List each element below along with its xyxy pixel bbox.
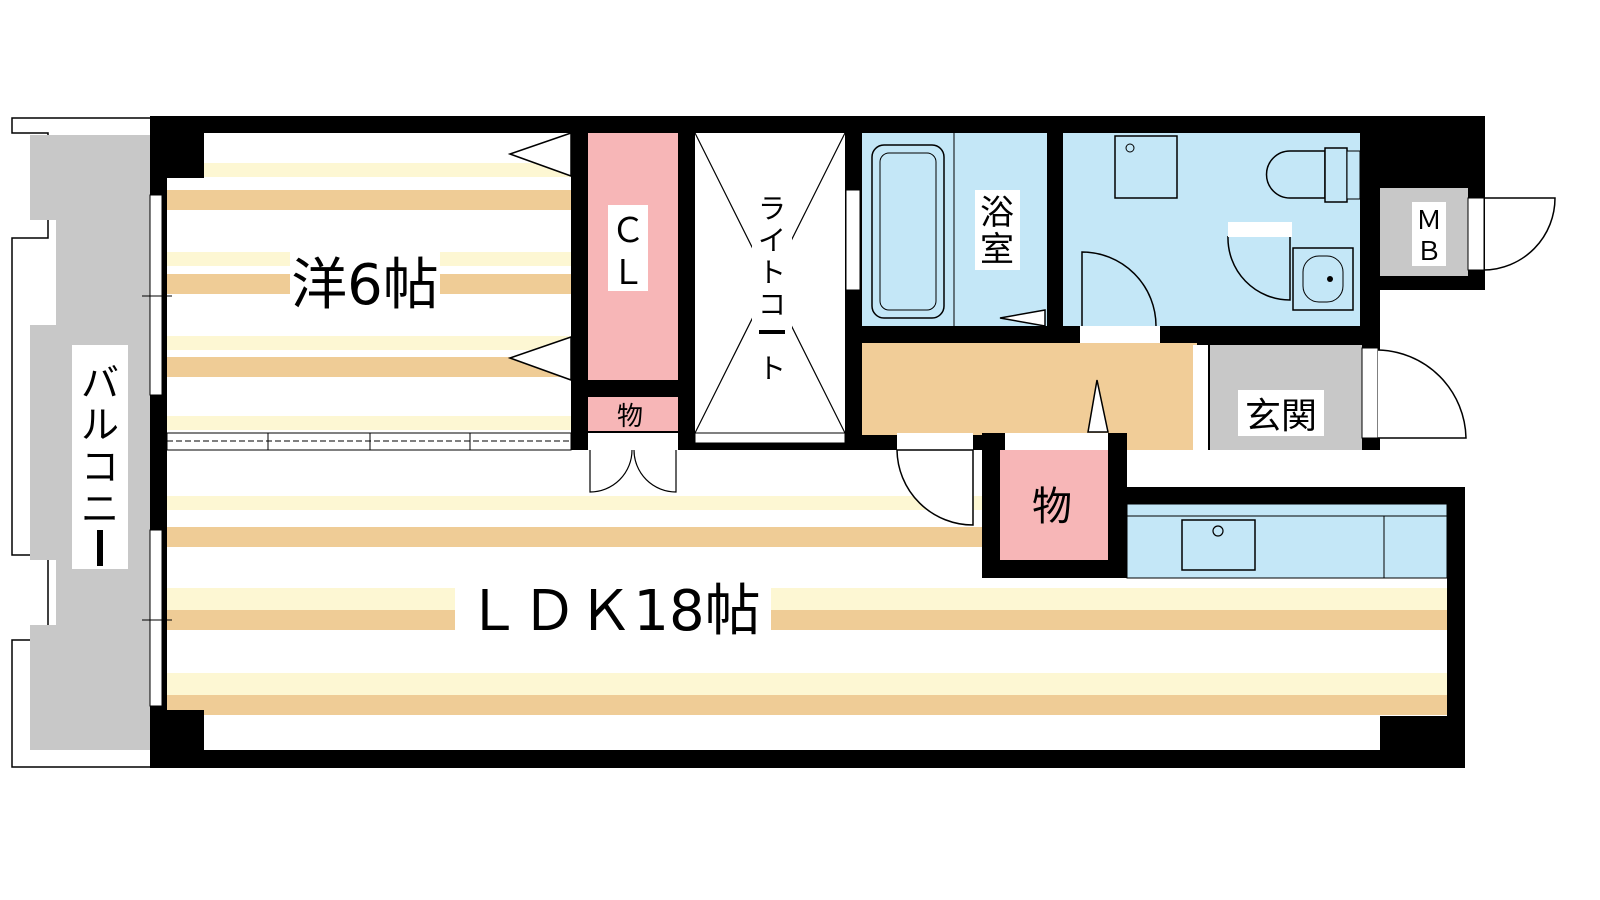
- storage-doorway: [1005, 433, 1108, 450]
- balcony-label-3: コ: [81, 445, 119, 489]
- bathtub-inner: [879, 152, 937, 311]
- light-court-label-1: ラ: [758, 192, 786, 225]
- kitchen-counter: [1126, 503, 1448, 579]
- balcony: バ ル コ ニ: [11, 117, 156, 768]
- storage-floor: [1000, 450, 1108, 560]
- washing-machine-dot: [1125, 143, 1135, 153]
- bathroom-door: [999, 309, 1046, 327]
- toilet-door-arc: [1227, 235, 1291, 301]
- light-court-window: [845, 189, 861, 291]
- balcony-window-upper: [149, 194, 163, 396]
- closet-door-lower: [507, 335, 572, 382]
- small-storage-label: 物: [617, 402, 643, 432]
- small-storage-doorway: [588, 433, 678, 450]
- meter-box-label-box: [1412, 202, 1446, 266]
- bathroom-label-2: 室: [980, 230, 1014, 270]
- light-court-window-bottom: [694, 432, 846, 444]
- sink-basin: [1302, 255, 1344, 303]
- floor-stripe: [167, 695, 1447, 715]
- toilet-tank: [1324, 147, 1348, 203]
- floor-stripe: [167, 610, 1447, 630]
- entrance-door-arc: [1377, 349, 1467, 439]
- balcony-window-lower: [149, 529, 163, 707]
- closet-label-c: Ｃ: [611, 211, 645, 251]
- bathroom: 浴 室: [862, 133, 1047, 327]
- small-storage-floor: [588, 397, 678, 431]
- light-court-label-6: ト: [758, 352, 786, 385]
- storage-label: 物: [1032, 484, 1072, 530]
- bathroom-label-1: 浴: [980, 193, 1014, 233]
- light-court-label-bg: [752, 188, 792, 388]
- hall: [862, 343, 1208, 487]
- floor-stripe: [167, 163, 571, 177]
- small-storage-door-right: [633, 449, 677, 493]
- balcony-label-bar: [97, 530, 103, 566]
- balcony-label-4: ニ: [81, 487, 119, 531]
- hall-floor: [862, 343, 1197, 435]
- closet-door-upper: [507, 131, 572, 178]
- ldk-label: ＬＤＫ18帖: [465, 579, 760, 644]
- kitchen-faucet: [1212, 525, 1224, 537]
- meter-box-label-m: Ｍ: [1416, 206, 1442, 236]
- ldk-door: [896, 433, 974, 526]
- sliding-partition: [166, 432, 572, 451]
- storage-door: [1087, 379, 1109, 433]
- meter-box-door-arc: [1483, 197, 1556, 271]
- small-storage-door-left: [589, 449, 633, 493]
- meter-box-door-frame: [1467, 197, 1485, 271]
- entrance-label: 玄関: [1245, 396, 1317, 437]
- toilet-back: [1346, 150, 1361, 200]
- kitchen: [1126, 487, 1465, 579]
- ldk-doorway: [897, 433, 973, 450]
- bathtub-icon: [871, 144, 945, 319]
- floor-stripe: [167, 190, 571, 210]
- floor-stripe: [167, 357, 571, 377]
- column: [1380, 716, 1465, 768]
- ldk-door-arc: [896, 449, 974, 526]
- sink-drain: [1327, 276, 1333, 282]
- entrance-label-box: [1238, 390, 1324, 436]
- column: [150, 133, 204, 178]
- western-room: 洋6帖: [142, 131, 579, 433]
- closet: Ｃ Ｌ: [588, 133, 678, 380]
- light-court-label-3: ト: [758, 256, 786, 289]
- floor-stripe: [167, 496, 982, 510]
- floor-stripe: [167, 588, 1447, 610]
- ldk-label-bg: [455, 580, 771, 640]
- light-court-label-2: イ: [758, 224, 786, 257]
- meter-box-label-b: Ｂ: [1416, 237, 1442, 267]
- washroom-doorway: [1080, 326, 1160, 343]
- washroom-door-arc: [1081, 251, 1157, 327]
- bathroom-label-box: [975, 190, 1020, 270]
- kitchen-sink-icon: [1181, 519, 1256, 571]
- ldk: ＬＤＫ18帖: [142, 450, 1465, 768]
- storage: 物: [982, 433, 1127, 578]
- floor-stripe: [167, 416, 571, 430]
- light-court-bar: [759, 330, 785, 334]
- floor-stripe: [167, 336, 571, 350]
- western-room-label: 洋6帖: [291, 253, 439, 318]
- column: [150, 710, 204, 768]
- floor-stripe: [167, 527, 982, 547]
- light-court-label-4: コ: [758, 288, 786, 321]
- sink-icon: [1292, 247, 1354, 311]
- western-room-label-bg: [290, 250, 440, 310]
- balcony-label-2: ル: [81, 403, 119, 447]
- closet-label-l: Ｌ: [611, 253, 645, 293]
- closet-label-box: [608, 205, 648, 291]
- balcony-label-1: バ: [81, 361, 119, 405]
- toilet: [1222, 133, 1361, 301]
- small-storage: 物: [588, 397, 678, 432]
- washing-machine-icon: [1114, 135, 1178, 199]
- outer-notch-bottom-right: [1465, 485, 1490, 770]
- meter-box: Ｍ Ｂ: [1380, 188, 1556, 276]
- entrance-door-frame: [1361, 347, 1379, 439]
- floor-stripe: [167, 673, 1447, 695]
- small-storage-doors: [588, 433, 678, 493]
- toilet-doorway: [1228, 222, 1292, 237]
- light-court: ラ イ ト コ ト: [694, 132, 861, 434]
- toilet-icon: [1265, 150, 1326, 199]
